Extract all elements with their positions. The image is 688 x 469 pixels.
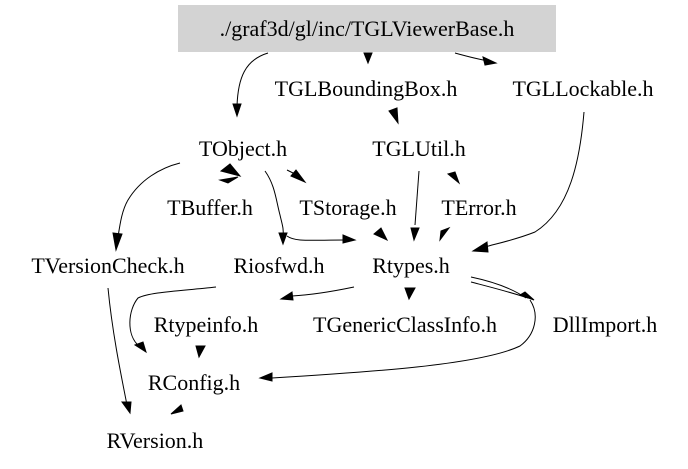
arrowhead-icon xyxy=(278,232,288,246)
node-tstorage[interactable]: TStorage.h xyxy=(299,195,397,220)
edge-lockable-rtypes xyxy=(484,111,585,248)
arrowhead-icon xyxy=(195,345,206,359)
node-tobject[interactable]: TObject.h xyxy=(198,136,288,161)
arrowhead-icon xyxy=(290,169,307,184)
arrowhead-icon xyxy=(471,241,489,253)
edge-riosfwd-rconfig xyxy=(129,286,217,347)
arrowhead-icon xyxy=(446,171,461,185)
arrowhead-icon xyxy=(410,227,420,242)
edge-glutil-rtypes xyxy=(414,170,420,226)
node-rversion[interactable]: RVersion.h xyxy=(106,428,204,453)
arrowhead-icon xyxy=(232,103,242,118)
arrowhead-icon xyxy=(279,291,294,301)
arrowhead-icon xyxy=(133,341,147,354)
arrowhead-icon xyxy=(219,163,242,177)
edge-tobject-riosfwd xyxy=(264,170,284,237)
edge-root-tobject xyxy=(236,52,269,107)
arrowhead-icon xyxy=(373,227,389,242)
arrowhead-icon xyxy=(518,291,535,301)
edge-tversioncheck-rversion xyxy=(107,287,128,406)
node-tgenericclassinfo[interactable]: TGenericClassInfo.h xyxy=(313,312,497,337)
arrowhead-icon xyxy=(388,107,399,125)
node-tgllockable[interactable]: TGLLockable.h xyxy=(512,76,654,101)
arrowhead-icon xyxy=(170,404,184,415)
edge-tobject-tversioncheck xyxy=(117,162,181,238)
node-tversioncheck[interactable]: TVersionCheck.h xyxy=(31,253,185,278)
node-tglutil[interactable]: TGLUtil.h xyxy=(372,136,466,161)
node-dllimport[interactable]: DllImport.h xyxy=(552,312,658,337)
node-rconfig[interactable]: RConfig.h xyxy=(147,370,241,395)
arrowhead-icon xyxy=(112,232,123,252)
arrowhead-icon xyxy=(218,176,239,184)
node-tbuffer[interactable]: TBuffer.h xyxy=(167,195,253,220)
root-node-box[interactable] xyxy=(178,5,556,52)
node-rtypes[interactable]: Rtypes.h xyxy=(372,253,450,278)
node-terror[interactable]: TError.h xyxy=(441,195,517,220)
arrowhead-icon xyxy=(439,226,451,242)
arrowhead-icon xyxy=(363,52,373,65)
arrowhead-icon xyxy=(258,372,273,382)
edge-rtypes-rtypeinfo xyxy=(291,286,355,297)
edge-tobject-rtypes xyxy=(286,235,346,241)
node-root[interactable]: ./graf3d/gl/inc/TGLViewerBase.h xyxy=(219,16,515,41)
arrowhead-icon xyxy=(404,287,416,301)
arrowhead-icon xyxy=(482,56,498,66)
node-riosfwd[interactable]: Riosfwd.h xyxy=(233,253,325,278)
edge-rtypes-rconfig xyxy=(271,299,536,379)
arrowhead-icon xyxy=(121,401,132,415)
node-rtypeinfo[interactable]: Rtypeinfo.h xyxy=(153,312,259,337)
node-tglboundingbox[interactable]: TGLBoundingBox.h xyxy=(274,76,458,101)
arrowhead-icon xyxy=(342,234,357,244)
